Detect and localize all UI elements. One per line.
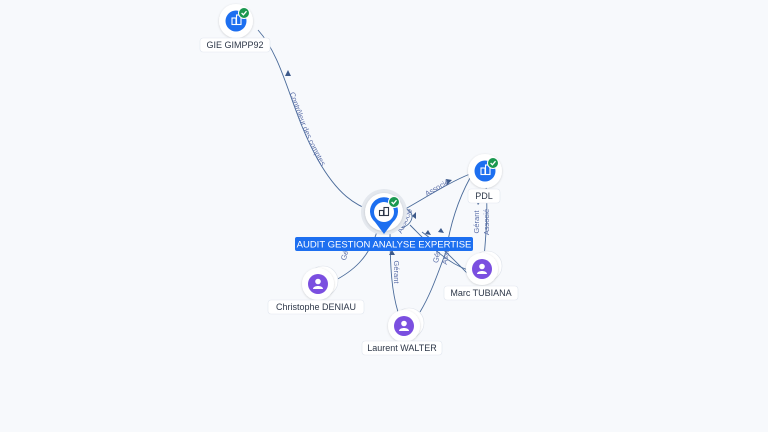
node-label-main: AUDIT GESTION ANALYSE EXPERTISE [297, 240, 472, 251]
edge-gie-to-main[interactable] [257, 29, 375, 213]
edge-label-laurent-main: Gérant [392, 261, 401, 285]
arrow-marker [285, 70, 291, 76]
arrow-marker [446, 179, 452, 185]
node-label-christophe: Christophe DENIAU [276, 302, 356, 312]
check-icon [241, 10, 247, 16]
edge-label-gie-main: Contrôleur des comptes [288, 91, 328, 168]
edge-label-pdl-marc-associe: Associé [482, 209, 491, 235]
node-label-box [467, 188, 501, 204]
check-disc [487, 157, 499, 169]
check-disc [388, 196, 400, 208]
verified-badge [238, 7, 250, 19]
node-label-box [361, 340, 443, 356]
edge-marc-to-main-associe[interactable] [421, 231, 471, 277]
edge-labels: Contrôleur des comptes Associé Gérant As… [288, 91, 491, 285]
main-node-label-box [295, 237, 473, 251]
node-label-box [443, 285, 519, 301]
node-label-box [267, 299, 365, 315]
person-icon [477, 263, 487, 274]
edges [257, 29, 488, 313]
verified-badge [487, 157, 499, 169]
node-laurent-walter[interactable] [388, 307, 425, 342]
check-icon [490, 160, 496, 166]
node-label-pdl: PDL [475, 191, 493, 201]
edge-christophe-to-main[interactable] [331, 227, 379, 283]
person-icon [399, 320, 409, 331]
verified-badge [388, 196, 400, 208]
node-christophe-deniau[interactable] [302, 265, 339, 300]
node-audit-gestion-analyse-expertise[interactable] [361, 189, 407, 235]
edge-label-main-pdl: Associé [423, 177, 450, 198]
arrow-marker [425, 230, 431, 235]
company-icon [378, 206, 390, 217]
person-icon [313, 278, 323, 289]
edge-label-pdl-marc-gerant: Gérant [472, 210, 481, 234]
node-gie-gimpp92[interactable] [219, 4, 253, 38]
node-marc-tubiana[interactable] [466, 250, 503, 285]
check-disc [238, 7, 250, 19]
edge-main-to-pdl[interactable] [399, 173, 471, 213]
check-icon [391, 199, 397, 205]
node-label-box [199, 37, 271, 53]
arrow-marker [412, 212, 416, 219]
node-label-marc: Marc TUBIANA [450, 288, 511, 298]
arrow-marker [389, 250, 395, 255]
node-label-gie: GIE GIMPP92 [206, 40, 263, 50]
node-label-laurent: Laurent WALTER [367, 343, 437, 353]
node-pdl[interactable] [468, 154, 502, 188]
edge-laurent-to-marc[interactable] [419, 251, 447, 313]
arrow-marker [438, 228, 444, 233]
